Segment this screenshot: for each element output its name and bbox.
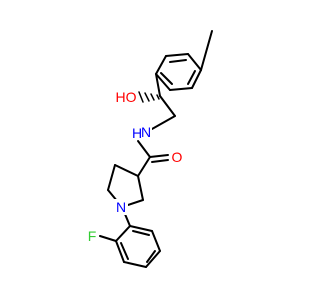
bond-chiral-carbon-to-ch2 [159,95,176,117]
atom-fluorine-label: F [88,228,97,244]
atom-ring-nitrogen: N [114,199,128,215]
bond-tolyl-ring [155,73,171,91]
wedge-hash [150,93,155,101]
bond-layer [99,30,213,268]
molecule-structure-diagram: HO N H O N F [86,30,213,268]
bond-tolyl-ring [187,53,202,71]
bond-carbon-fluorine [99,235,117,242]
bond-chiral-carbon-to-ring [155,73,161,97]
bond-pyrrolidine-ring [114,164,139,177]
bond-tolyl-ring-double [160,72,173,85]
wedge-hash [156,94,160,100]
bond-pyrrolidine-ring [137,175,144,201]
bond-tolyl-ring-double [187,70,196,85]
bond-fluorophenyl-ring-double [120,242,129,260]
bond-carbonyl-to-pyrrolidine [137,156,151,177]
bond-ch2-to-amide-nitrogen [151,115,176,130]
bond-fluorophenyl-ring-double [132,230,150,236]
bond-fluorophenyl-ring [123,261,147,268]
bond-carbonyl-double [151,159,169,163]
atom-hydroxyl-label: HO [116,89,137,105]
atom-carbonyl-oxygen: O [170,149,184,166]
atom-fluorine: F [86,228,98,244]
stereo-hashed-wedge [138,91,160,103]
bond-tolyl-ring [155,55,167,75]
atom-amide-nitrogen: N H [132,124,152,142]
atom-carbonyl-oxygen-label: O [172,149,183,165]
bond-carbonyl-double [149,154,169,158]
bond-tolyl-ring [191,69,202,89]
bond-fluorophenyl-ring [115,240,125,263]
bond-amide-nitrogen-to-carbonyl [137,140,151,158]
bond-methyl [200,30,213,71]
bond-fluorophenyl-ring [145,250,161,268]
atom-amide-nitrogen-label: N [141,124,151,140]
bond-fluorophenyl-ring-double [146,250,156,263]
atom-hydroxyl: HO [115,88,137,106]
bond-fluorophenyl-ring [129,225,153,232]
bond-tolyl-ring [169,87,193,91]
atom-amide-nh-hydrogen-label: H [132,125,142,141]
wedge-hash [144,92,150,102]
bond-fluorophenyl-ring [151,230,161,252]
atom-label-layer: HO N H O N F [86,88,184,244]
bond-tolyl-ring-double [169,59,187,63]
atom-ring-nitrogen-label: N [116,199,126,215]
bond-tolyl-ring [165,53,189,57]
bond-fluorophenyl-ring [115,225,131,242]
bond-pyrrolidine-ring [107,164,116,191]
wedge-hash [138,91,144,103]
